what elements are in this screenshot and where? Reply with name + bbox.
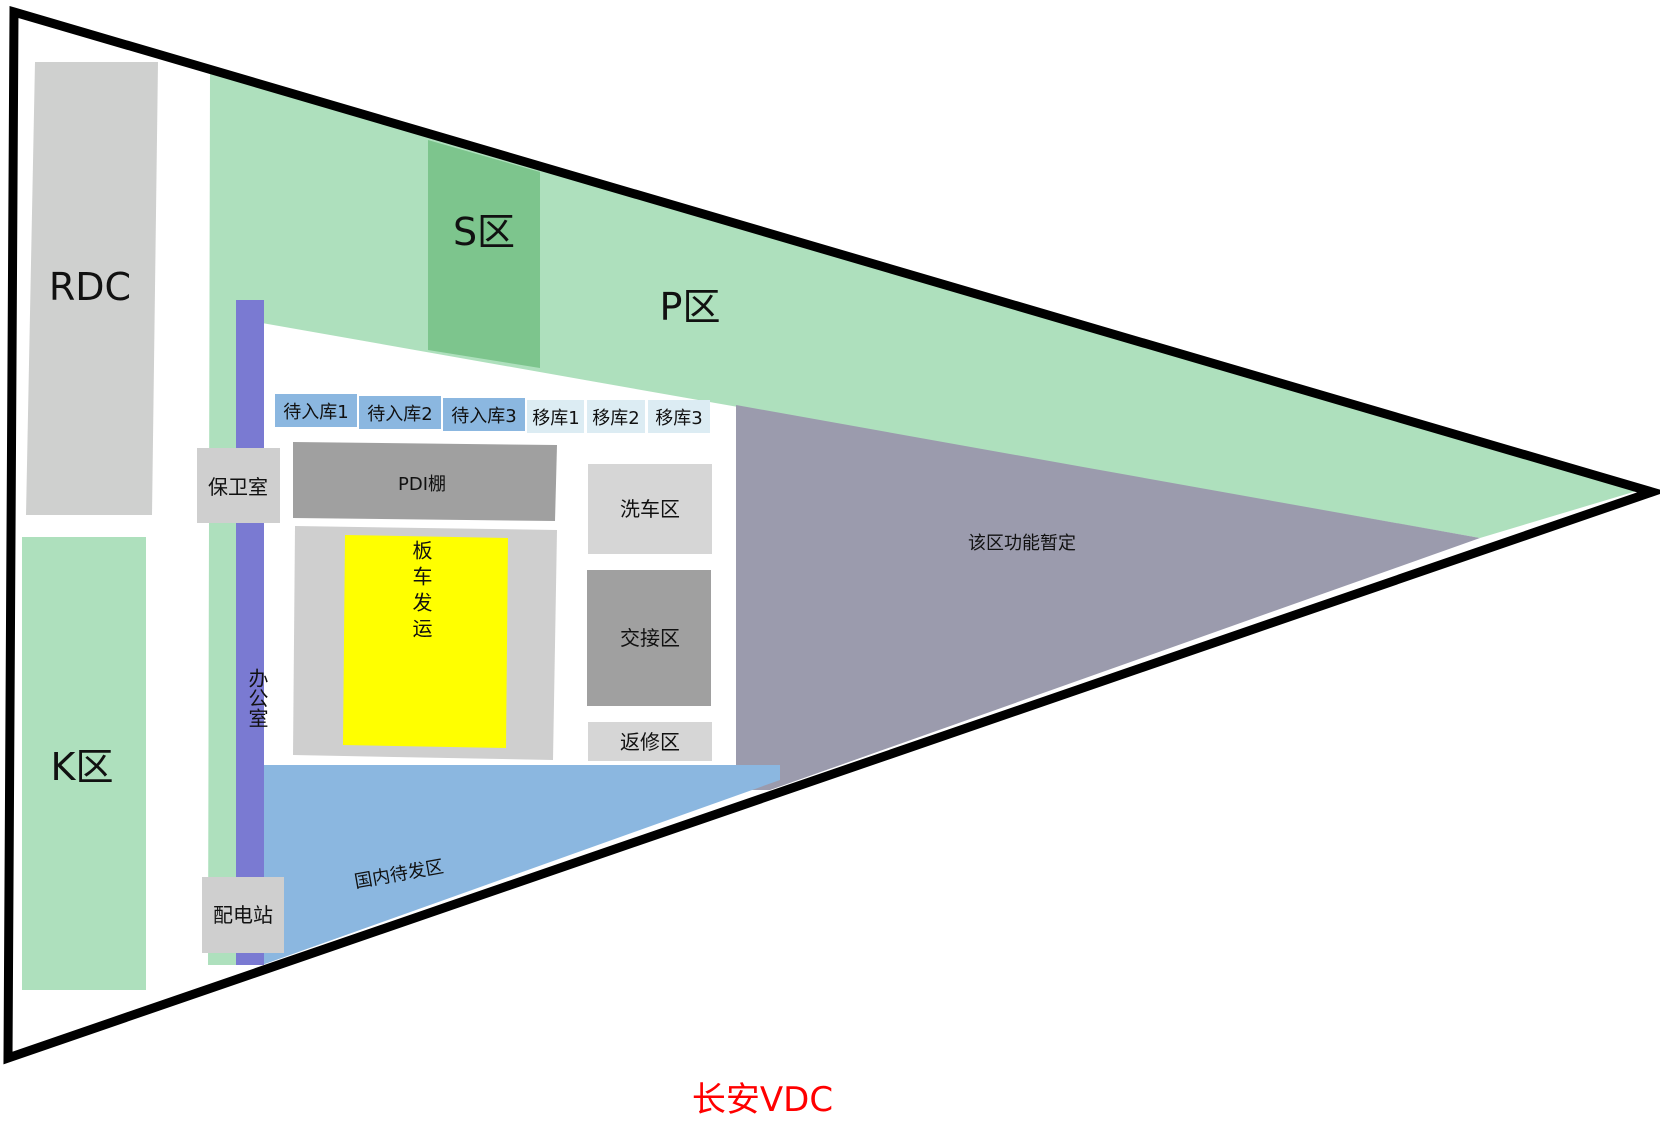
move-2-box xyxy=(587,400,645,433)
k-zone-label: K区 xyxy=(51,745,114,789)
car-wash xyxy=(588,464,712,554)
guard-room-label: 保卫室 xyxy=(208,475,268,499)
move-3-label: 移库3 xyxy=(655,408,702,429)
office-strip xyxy=(236,300,264,965)
repair-label: 返修区 xyxy=(620,730,680,754)
move-1-box xyxy=(527,400,584,433)
pdi-shed-label: PDI棚 xyxy=(398,474,446,495)
site-outline xyxy=(3,6,1660,1065)
handover xyxy=(587,570,711,706)
car-wash-label: 洗车区 xyxy=(620,497,680,521)
p-zone-label: P区 xyxy=(660,285,721,329)
pending-in-3-box xyxy=(443,398,525,431)
s-zone-label: S区 xyxy=(453,210,515,254)
rdc-zone xyxy=(26,62,158,515)
rdc-label: RDC xyxy=(49,265,131,309)
power-station-label: 配电站 xyxy=(213,903,273,927)
s-zone xyxy=(428,140,540,368)
pending-in-2-label: 待入库2 xyxy=(367,404,432,425)
site-caption: 长安VDC xyxy=(691,1080,834,1120)
move-3-box xyxy=(648,400,710,433)
office-label: 办公室 xyxy=(245,668,269,728)
flatbed-dispatch-label: 板车发运 xyxy=(409,540,433,644)
power-station xyxy=(202,877,284,953)
pending-in-1-label: 待入库1 xyxy=(283,402,348,423)
handover-label: 交接区 xyxy=(620,626,680,650)
tbd-area-label: 该区功能暂定 xyxy=(968,533,1076,554)
move-1-label: 移库1 xyxy=(532,408,579,429)
pending-in-2-box xyxy=(359,396,441,429)
k-zone xyxy=(22,537,146,990)
p-zone xyxy=(208,73,1640,965)
repair xyxy=(588,722,712,761)
tbd-area xyxy=(736,405,1480,790)
pdi-shed xyxy=(293,442,557,521)
pending-in-1-box xyxy=(275,394,357,427)
move-2-label: 移库2 xyxy=(592,408,639,429)
domestic-pending-zone xyxy=(262,765,780,965)
pending-in-3-label: 待入库3 xyxy=(451,406,516,427)
guard-room xyxy=(197,448,280,523)
flatbed-dispatch xyxy=(343,535,508,748)
